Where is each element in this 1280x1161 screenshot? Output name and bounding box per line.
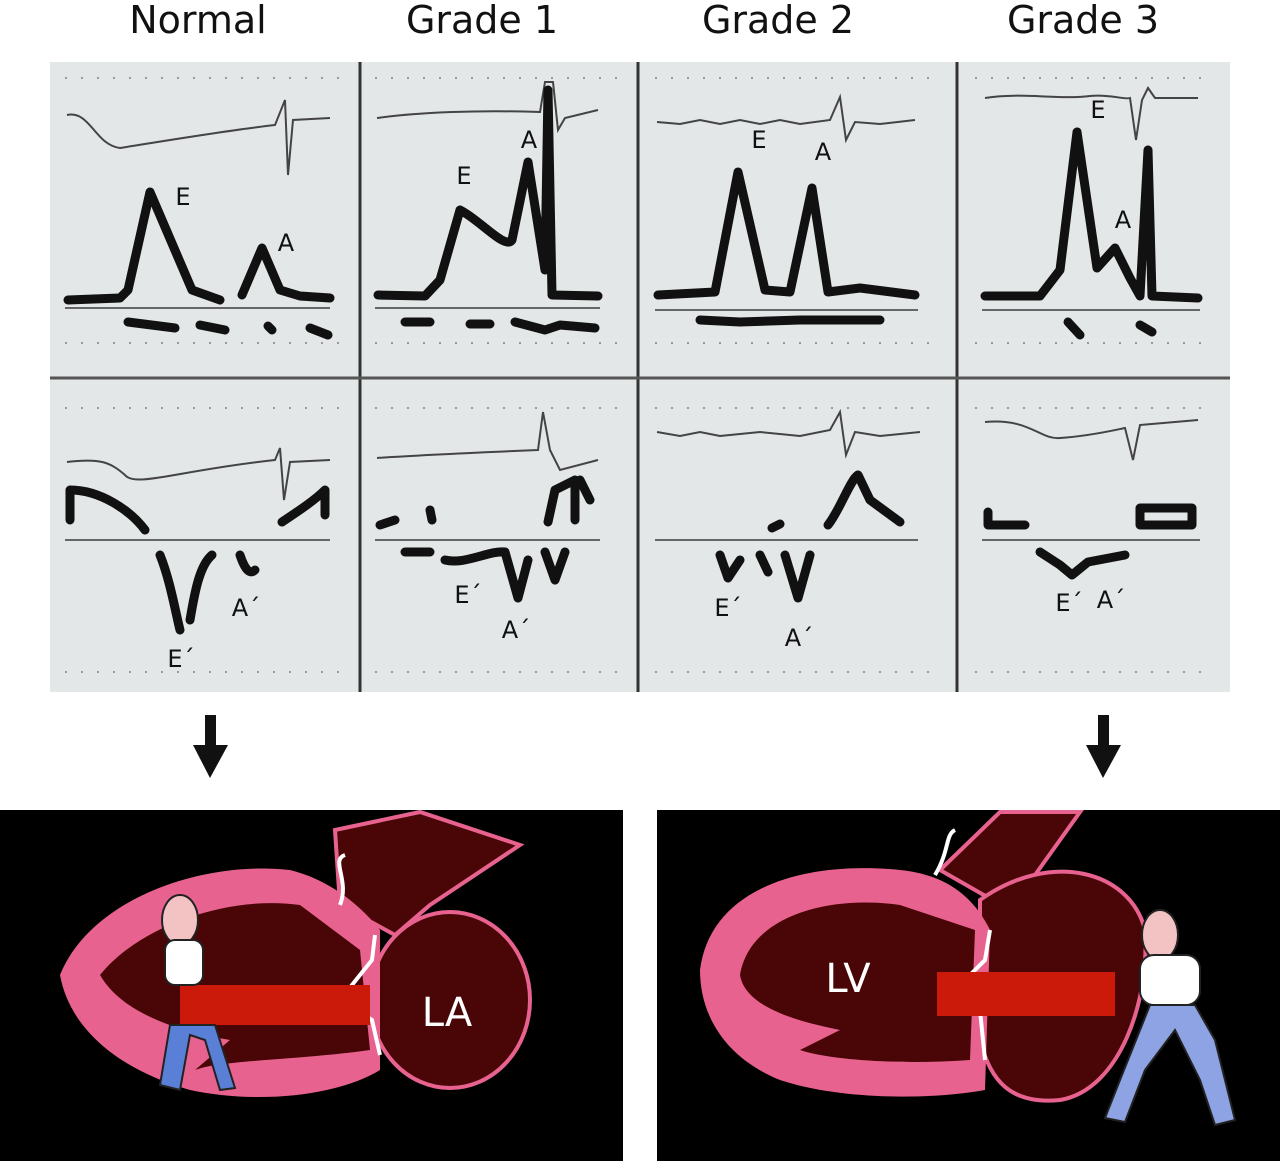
column-title-normal: Normal bbox=[129, 0, 267, 42]
label-A: A bbox=[278, 229, 295, 257]
label-E: E bbox=[175, 183, 190, 211]
chamber-label-LV: LV bbox=[825, 956, 871, 1002]
column-title-grade3: Grade 3 bbox=[1007, 0, 1159, 42]
grade3-mitral-inflow: E A bbox=[980, 86, 1203, 340]
label-A-prime: A´ bbox=[502, 616, 530, 644]
down-arrow-icon bbox=[1086, 715, 1121, 778]
label-E: E bbox=[751, 126, 766, 154]
label-A: A bbox=[521, 126, 538, 154]
label-E: E bbox=[1090, 96, 1105, 124]
chamber-label-LA: LA bbox=[422, 990, 473, 1036]
normal-heart-illustration: LA bbox=[0, 809, 623, 1161]
label-A-prime: A´ bbox=[232, 594, 260, 622]
valve-bar bbox=[180, 985, 370, 1025]
label-E-prime: E´ bbox=[1055, 589, 1082, 617]
label-A-prime: A´ bbox=[785, 624, 813, 652]
normal-mitral-inflow: E A bbox=[63, 99, 335, 340]
grade1-mitral-inflow: E A bbox=[373, 81, 603, 335]
label-A: A bbox=[815, 138, 832, 166]
label-E: E bbox=[456, 162, 471, 190]
grade2-tissue-doppler: E´ A´ bbox=[655, 408, 921, 652]
grade3-tissue-doppler: E´ A´ bbox=[982, 419, 1200, 617]
label-E-prime: E´ bbox=[714, 594, 741, 622]
grade1-tissue-doppler: E´ A´ bbox=[375, 411, 600, 644]
man-pulling-icon bbox=[158, 894, 237, 1092]
column-title-grade1: Grade 1 bbox=[406, 0, 558, 42]
grade3-heart-illustration: LV bbox=[657, 810, 1280, 1161]
column-title-grade2: Grade 2 bbox=[702, 0, 854, 42]
label-E-prime: E´ bbox=[454, 581, 481, 609]
down-arrow-icon bbox=[193, 715, 228, 778]
grade2-mitral-inflow: E A bbox=[653, 93, 920, 327]
valve-bar bbox=[937, 972, 1115, 1016]
label-E-prime: E´ bbox=[167, 645, 194, 673]
man-pushing-icon bbox=[1103, 909, 1237, 1127]
panel-dividers bbox=[50, 62, 1230, 692]
label-A-prime: A´ bbox=[1097, 586, 1125, 614]
label-A: A bbox=[1115, 206, 1132, 234]
grid-dots bbox=[65, 77, 1215, 673]
normal-tissue-doppler: E´ A´ bbox=[65, 447, 331, 673]
